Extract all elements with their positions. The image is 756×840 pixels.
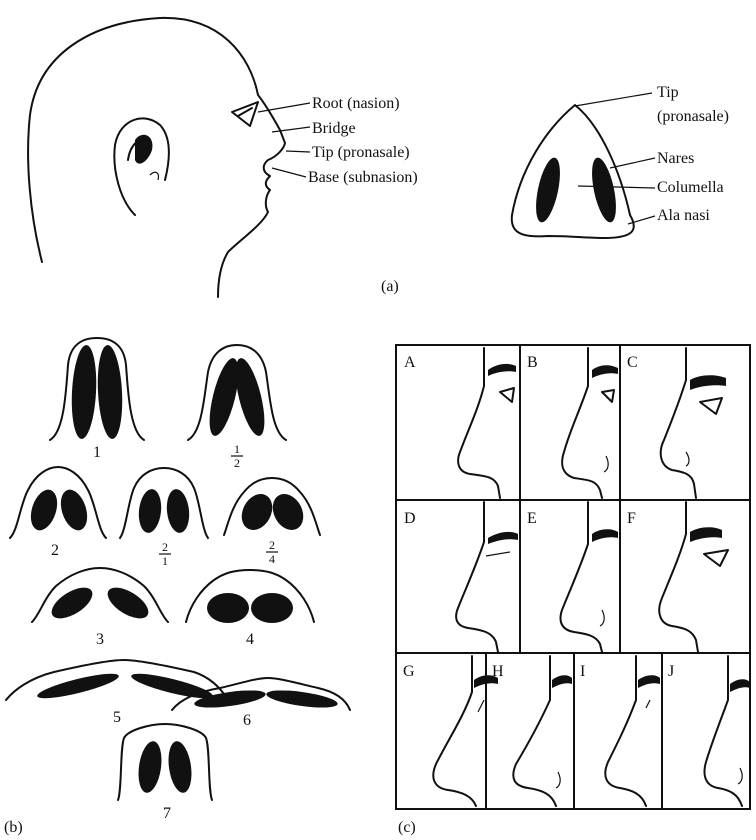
profile-letter-i: I [580,663,585,680]
profile-drawing-g [433,656,498,806]
profile-drawing-d [456,502,518,652]
label-base-subnasion: Base (subnasion) [308,169,418,186]
profile-drawing-b [562,348,618,498]
profile-drawing-j [705,656,751,806]
shape-number-6: 6 [243,712,251,729]
profile-drawing-e [561,502,619,652]
nose-shape-2-1 [120,468,208,538]
head-profile-drawing [28,18,285,297]
nose-shape-2 [10,467,106,538]
shape-number-1: 1 [93,444,101,461]
shape-number-5: 5 [113,709,121,726]
profile-drawing-i [605,656,660,806]
nose-shape-4 [186,570,314,623]
label-tip-pronasale: Tip (pronasale) [312,144,410,161]
nose-shape-2-4 [224,478,320,535]
profile-drawing-f [659,502,728,652]
shape-number-7: 7 [163,805,171,822]
nose-shape-3 [32,568,168,625]
profile-letter-c: C [627,354,638,371]
nose-base-drawing [512,105,634,238]
profile-drawing-h [513,656,572,806]
label-root-nasion: Root (nasion) [312,95,400,112]
nose-shape-1 [50,338,144,440]
nose-shape-1-2 [188,345,286,440]
nose-shape-5 [6,660,228,703]
shape-fraction-2-1: 2 1 [159,540,171,568]
svg-text:2: 2 [234,456,240,470]
nose-shape-7 [118,724,212,800]
label-columella: Columella [657,179,724,196]
label-tip: Tip [657,84,679,101]
shape-number-3: 3 [96,631,104,648]
profile-letter-d: D [404,510,416,527]
profile-letter-f: F [627,510,636,527]
profile-letter-g: G [403,663,415,680]
label-bridge: Bridge [312,120,356,137]
svg-text:1: 1 [162,554,168,568]
svg-text:4: 4 [269,552,275,566]
profile-letter-e: E [527,510,537,527]
profile-letter-a: A [404,354,416,371]
svg-text:2: 2 [162,540,168,554]
shape-fraction-2-4: 2 4 [266,538,278,566]
svg-text:2: 2 [269,538,275,552]
profile-letter-j: J [668,663,674,680]
label-tip-pronasale-2: (pronasale) [657,108,729,125]
shape-number-2: 2 [51,542,59,559]
caption-a: (a) [381,278,399,295]
profile-drawing-c [661,348,726,498]
profile-drawing-a [458,348,516,498]
caption-c: (c) [398,819,416,836]
shape-fraction-1-2: 1 2 [231,442,243,470]
label-ala-nasi: Ala nasi [657,207,710,224]
label-nares: Nares [657,150,694,167]
svg-text:1: 1 [234,442,240,456]
shape-number-4: 4 [246,631,254,648]
profile-letter-b: B [527,354,538,371]
caption-b: (b) [4,819,23,836]
